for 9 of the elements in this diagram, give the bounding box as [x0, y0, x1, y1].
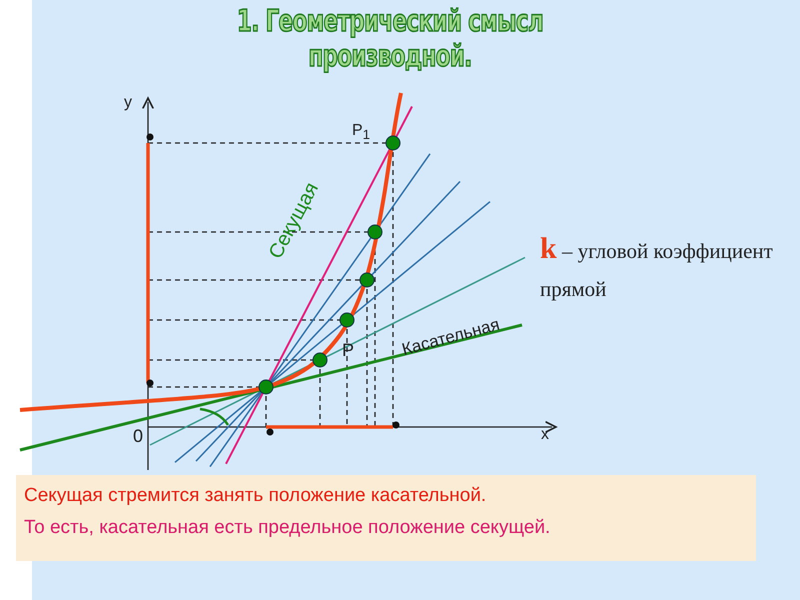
origin-label: 0 — [133, 426, 144, 447]
note-box — [16, 475, 756, 561]
point-label: P — [342, 340, 354, 361]
note-text: Секущая стремится занять положение касательной. — [24, 485, 488, 507]
title: 1. Геометрический смысл производной. — [236, 4, 544, 74]
axis-label: y — [124, 94, 132, 112]
definition-text: k – угловой коэффициент прямой — [540, 231, 774, 303]
point-label: P$_{1}$ — [352, 122, 370, 142]
note-text: То есть, касательная есть предельное положение секущей. — [24, 517, 552, 539]
